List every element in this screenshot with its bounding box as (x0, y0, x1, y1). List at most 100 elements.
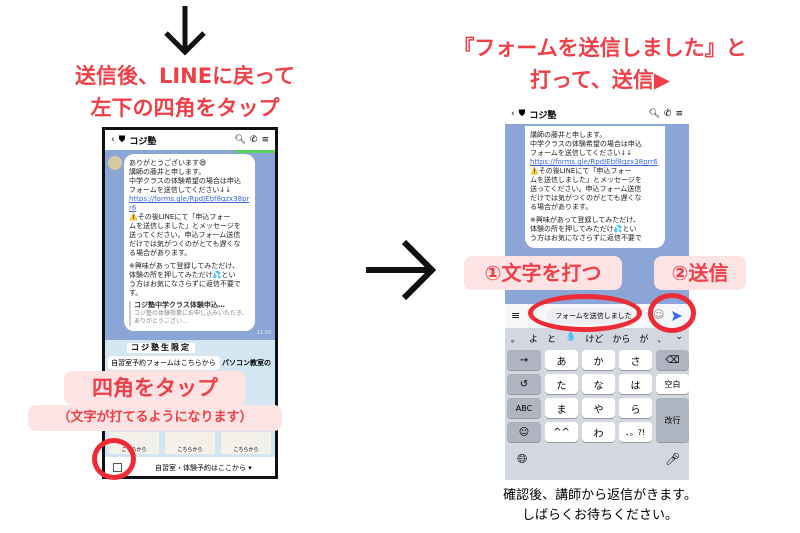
key-sa[interactable]: さ (619, 350, 652, 370)
highlight-ring (92, 438, 136, 480)
highlight-ring-send (648, 293, 696, 333)
card-title: コジ塾中学クラス体験申込… (134, 301, 225, 309)
keyboard: 。よと 💧 けどからが、 ⌄ → あ か さ ⌫ ↺ た な は 空白 ABC ま や… (505, 328, 689, 480)
suggestion[interactable]: 💧 (565, 332, 577, 342)
suggestion[interactable]: と (547, 335, 557, 345)
msg-line: 中学クラスの体験希望の場合は申込 (129, 177, 241, 185)
right-instruction: 『フォームを送信しました』と打って、送信▶ (430, 32, 770, 96)
key-space[interactable]: 空白 (656, 374, 689, 394)
caption-line2: しばらくお待ちください。 (521, 508, 678, 523)
shield-icon: ⛊ (518, 109, 526, 119)
globe-icon[interactable]: 🌐︎ (517, 452, 528, 467)
search-icon[interactable]: 🔍︎ (234, 135, 246, 145)
suggestion[interactable]: けど (585, 335, 604, 345)
msg-line: る場合があります。 (530, 203, 593, 211)
key-emoji[interactable]: ☺ (507, 422, 541, 442)
suggestion[interactable]: 。 (511, 335, 521, 345)
suggestion-bar: 。よと 💧 けどからが、 ⌄ (511, 332, 683, 345)
msg-line: 体験の所を押してみただけ💦とい (129, 271, 236, 279)
right-title-line1: 『フォームを送信しました』と (453, 36, 747, 60)
left-title-line1: 送信後、LINEに戻って (74, 64, 296, 88)
key-arrow[interactable]: → (507, 350, 541, 370)
right-title-line2: 打って、送信▶ (529, 68, 671, 92)
suggestion[interactable]: が (639, 335, 649, 345)
back-icon[interactable]: ‹ (511, 109, 515, 119)
left-instruction: 送信後、LINEに戻って左下の四角をタップ (40, 60, 330, 124)
msg-line: ※興味があって登録してみただけ、 (530, 216, 640, 224)
key-ra[interactable]: ら (619, 398, 652, 418)
phone-icon[interactable]: ✆ (663, 109, 672, 119)
msg-line: ⚠️その後LINEにて「申込フォー (129, 213, 231, 221)
shield-icon: ⛊ (118, 135, 126, 145)
chat-header: ‹⛊コジ塾 🔍︎✆≡ (105, 130, 275, 150)
message-bubble: 講師の藤井と申します。中学クラスの体験希望の場合は申込フォームを送信してください… (525, 126, 665, 248)
msg-line: る場合があります。 (129, 249, 192, 257)
msg-line: う方はお気になさらずに返信不要で (530, 234, 642, 242)
menu-icon[interactable]: ≡ (511, 309, 521, 322)
key-enter[interactable]: 改行 (656, 398, 689, 442)
search-icon[interactable]: 🔍︎ (648, 109, 660, 119)
callout-subtext: （文字が打てるようになります） (28, 405, 282, 431)
key-backspace[interactable]: ⌫ (656, 350, 689, 370)
msg-line: ありがとうございます😄 (129, 159, 207, 167)
card-desc: コジ塾の体験授業にお申し込みいただき、ありがとうござい… (134, 310, 248, 325)
down-arrow-icon (164, 6, 206, 56)
key-ma[interactable]: ま (545, 398, 578, 418)
menu-pc-label: パソコン教室の (222, 359, 271, 367)
key-ya[interactable]: や (582, 398, 615, 418)
menu-item[interactable]: こちらから (165, 432, 215, 454)
menu-item[interactable]: こちらから (221, 432, 271, 454)
back-icon[interactable]: ‹ (111, 135, 115, 145)
caption-line1: 確認後、講師から返信がきます。 (503, 488, 697, 503)
msg-line: フォームを送信してください↓↓ (129, 186, 232, 194)
msg-line: ムを送信しました」とメッセージを (129, 222, 241, 230)
menu-icon[interactable]: ≡ (675, 109, 683, 119)
key-na[interactable]: な (582, 374, 615, 394)
key-ka[interactable]: か (582, 350, 615, 370)
key-punct[interactable]: 、。?! (619, 422, 652, 442)
caption: 確認後、講師から返信がきます。しばらくお待ちください。 (470, 486, 730, 526)
link-preview-card[interactable]: コジ塾中学クラス体験申込…コジ塾の体験授業にお申し込みいただき、ありがとうござい… (129, 301, 250, 326)
phone-icon[interactable]: ✆ (249, 135, 258, 145)
msg-line: 講師の藤井と申します。 (530, 131, 607, 139)
chevron-down-icon[interactable]: ⌄ (675, 332, 683, 342)
key-a[interactable]: あ (545, 350, 578, 370)
key-abc[interactable]: ABC (507, 398, 541, 418)
suggestion[interactable]: から (612, 335, 631, 345)
msg-line: だけでは気がつくのがとても遅くな (530, 194, 642, 202)
menu-form-button[interactable]: 自習室予約フォームはこちらから (108, 356, 220, 370)
chat-name: コジ塾 (129, 136, 157, 147)
suggestion[interactable]: 、 (657, 335, 667, 345)
msg-line: フォームを送信してください↓↓ (530, 149, 633, 157)
menu-icon[interactable]: ≡ (261, 135, 269, 145)
key-kaomoji[interactable]: ^^ (545, 422, 578, 442)
message-bubble: ありがとうございます😄講師の藤井と申します。中学クラスの体験希望の場合は申込フォ… (124, 154, 255, 331)
chat-name: コジ塾 (529, 110, 557, 121)
rich-menu-toggle[interactable]: 自習室・体験予約はここから ▾ (155, 464, 252, 472)
left-title-line2: 左下の四角をタップ (90, 96, 280, 120)
callout-tap-square: 四角をタップ (64, 371, 246, 405)
msg-line: ⚠️その後LINEにて「申込フォー (530, 167, 632, 175)
right-arrow-icon (366, 239, 437, 301)
msg-line: す。 (129, 289, 143, 297)
suggestion[interactable]: よ (529, 335, 539, 345)
progress-bar (235, 150, 275, 153)
highlight-ring-input (528, 294, 642, 332)
msg-line: だけでは気がつくのがとても遅くな (129, 240, 241, 248)
key-wa[interactable]: わ (582, 422, 615, 442)
menu-badge: コジ塾生限定 (127, 343, 195, 353)
microphone-icon[interactable]: 🎤︎ (665, 452, 681, 466)
left-phone-screen: ‹⛊コジ塾 🔍︎✆≡ ありがとうございます😄講師の藤井と申します。中学クラスの体験… (102, 127, 278, 479)
key-ha[interactable]: は (619, 374, 652, 394)
key-undo[interactable]: ↺ (507, 374, 541, 394)
msg-line: ※興味があって登録してみただけ、 (129, 262, 239, 270)
label-send: ②送信 (654, 256, 746, 290)
message-time: 11:50 (257, 330, 272, 336)
key-ta[interactable]: た (545, 374, 578, 394)
msg-line: ムを送信しました」とメッセージを (530, 176, 642, 184)
form-link[interactable]: https://forms.gle/RpdJEbf8gzx38prr6 (129, 195, 250, 212)
msg-line: 送ってください。申込フォーム送信 (530, 185, 642, 193)
msg-line: 講師の藤井と申します。 (129, 168, 206, 176)
form-link[interactable]: https://forms.gle/RpdJEbf8gzx38prr6 (530, 158, 658, 166)
msg-line: う方はお気になさらずに返信不要で (129, 280, 241, 288)
